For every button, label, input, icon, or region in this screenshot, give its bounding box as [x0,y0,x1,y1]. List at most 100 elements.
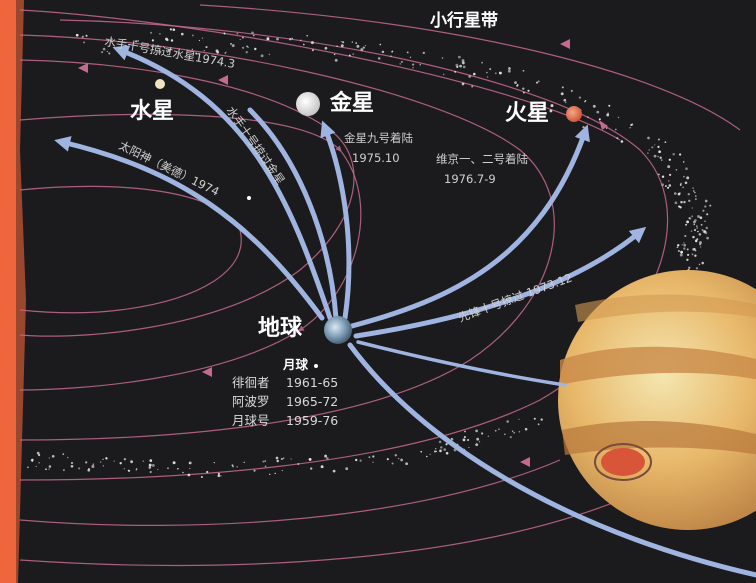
asteroid-dot [506,420,510,423]
asteroid-dot [473,72,476,76]
asteroid-dot [668,184,672,187]
asteroid-dot [536,81,538,84]
asteroid-dot [536,105,539,108]
asteroid-dot [693,223,695,226]
orbit-arrow [218,75,228,85]
moon-mission-name: 月球号 [232,413,270,428]
asteroid-dot [181,32,184,36]
asteroid-dot [391,462,394,465]
asteroid-dot [85,461,88,464]
asteroid-dot [669,173,672,176]
asteroid-dot [686,258,689,261]
asteroid-dot [661,175,665,178]
asteroid-dot [264,465,267,468]
asteroid-dot [167,49,171,53]
asteroid-dot [119,462,122,465]
asteroid-dot [324,46,328,50]
asteroid-dot [281,469,283,472]
asteroid-dot [348,54,351,57]
asteroid-dot [690,230,693,232]
asteroid-dot [701,228,704,232]
asteroid-dot [691,207,693,209]
asteroid-dot [679,183,682,186]
orbit-outer-1 [199,4,741,131]
asteroid-dot [524,427,528,431]
asteroid-dot [362,46,365,49]
asteroid-dot [549,109,553,113]
asteroid-dot [683,200,686,204]
asteroid-dot [620,140,624,143]
asteroid-dot [454,71,457,73]
asteroid-dot [36,451,40,455]
asteroid-dot [476,437,480,441]
asteroid-dot [355,42,358,45]
asteroid-dot [698,233,702,236]
asteroid-dot [169,28,173,31]
jupiter [558,270,756,530]
asteroid-dot [683,243,687,247]
asteroid-dot [187,473,191,477]
asteroid-dot [397,457,400,460]
asteroid-dot [300,39,302,41]
asteroid-dot [684,181,688,185]
asteroid-dot [356,44,360,48]
asteroid-dot [445,451,449,455]
asteroid-dot [464,430,466,433]
trajectory-helios [54,136,325,321]
great-red-spot [601,448,645,476]
asteroid-dot [629,126,631,129]
asteroid-dot [297,462,300,466]
asteroid-dot [239,38,241,41]
orbit-arrow [202,367,212,377]
asteroid-dot [201,37,204,39]
orbit-inner [19,185,242,314]
asteroid-dot [697,215,700,218]
asteroid-dot [400,458,403,462]
asteroid-dot [698,263,701,266]
asteroid-dot [246,45,249,48]
asteroid-dot [522,91,525,94]
asteroid-dot [78,467,81,470]
asteroid-dot [67,456,69,459]
asteroid-dot [704,205,707,208]
asteroid-dot [342,41,345,44]
asteroid-dot [172,28,176,31]
trajectory-mariner10-mercury [112,45,333,321]
asteroid-dot [522,87,525,90]
asteroid-dot [679,253,683,257]
asteroid-dot [102,47,106,51]
asteroid-dot [151,463,155,467]
asteroid-dot [332,469,336,473]
asteroid-dot [694,249,697,252]
asteroid-dot [494,72,497,75]
asteroid-dot [680,200,683,204]
asteroid-dot [631,123,634,126]
asteroid-dot [213,461,215,464]
asteroid-dot [659,156,662,159]
mariner10-venus-marker [247,196,251,200]
asteroid-dot [340,40,343,43]
asteroid-dot [647,136,650,140]
asteroid-dot [667,186,670,189]
asteroid-dot [678,205,681,208]
asteroid-dot [677,244,680,247]
asteroid-dot [683,175,685,178]
asteroid-dot [290,458,292,460]
asteroid-dot [92,463,95,465]
asteroid-dot [352,53,355,55]
asteroid-dot [150,31,153,34]
asteroid-dot [99,461,102,463]
orbit-outer-3 [19,499,621,567]
asteroid-dot [533,417,536,420]
asteroid-dot [513,431,515,434]
orbit-outer-2 [19,459,561,526]
asteroid-dot [661,183,665,187]
asteroid-dot [217,472,220,475]
asteroid-dot [606,113,610,117]
asteroid-dot [225,51,227,53]
asteroid-dot [440,446,443,449]
asteroid-dot [159,33,161,35]
asteroid-dot [336,45,338,48]
asteroid-dot [560,92,564,96]
